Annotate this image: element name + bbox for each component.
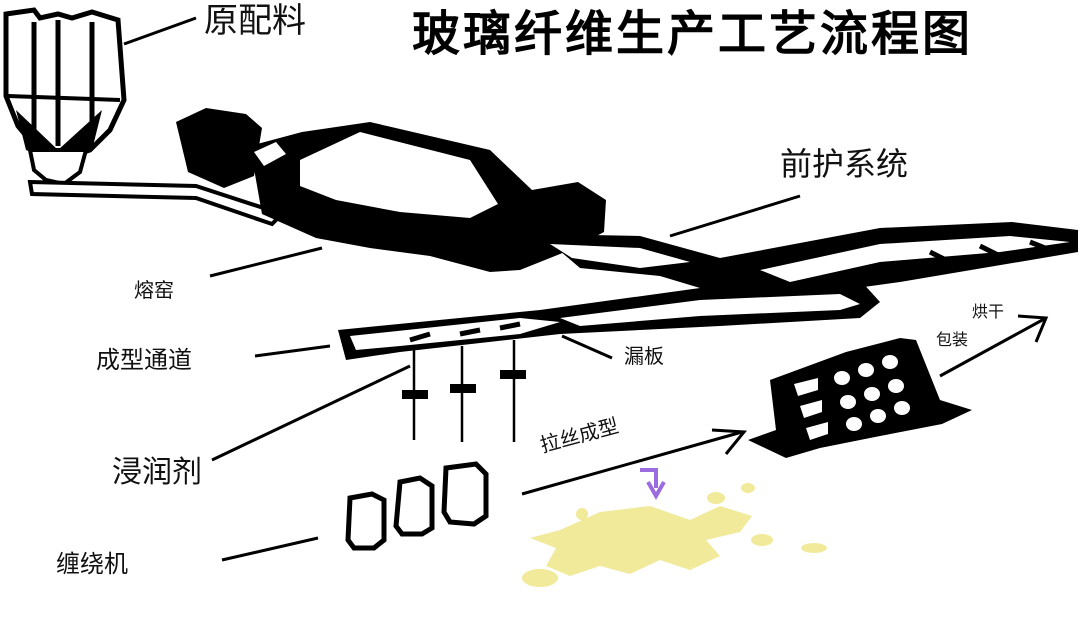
- label-raw-material: 原配料: [204, 1, 306, 41]
- label-sizing-agent: 浸润剂: [112, 455, 202, 490]
- forming-channel: [338, 280, 880, 360]
- bushing-fibers: [402, 340, 526, 442]
- leader-lines: [123, 16, 801, 562]
- diagram-title: 玻璃纤维生产工艺流程图: [412, 6, 974, 62]
- label-furnace: 熔窑: [134, 278, 174, 302]
- furnace-illustration: [176, 108, 606, 272]
- process-arrows: [521, 314, 1049, 496]
- label-front-system: 前护系统: [780, 145, 909, 183]
- winder-packages: [345, 461, 489, 551]
- label-packing: 包装: [936, 330, 969, 349]
- label-winder: 缠绕机: [56, 550, 128, 578]
- label-bushing: 漏板: [624, 344, 664, 368]
- front-system-arm: [540, 222, 1078, 300]
- hint-arrow-icon: [640, 468, 666, 501]
- label-drying: 烘干: [972, 302, 1005, 321]
- paint-splash: [522, 483, 827, 587]
- hopper-illustration: [3, 7, 286, 227]
- fabric-mesh: [748, 338, 972, 458]
- label-forming-channel: 成型通道: [96, 346, 192, 374]
